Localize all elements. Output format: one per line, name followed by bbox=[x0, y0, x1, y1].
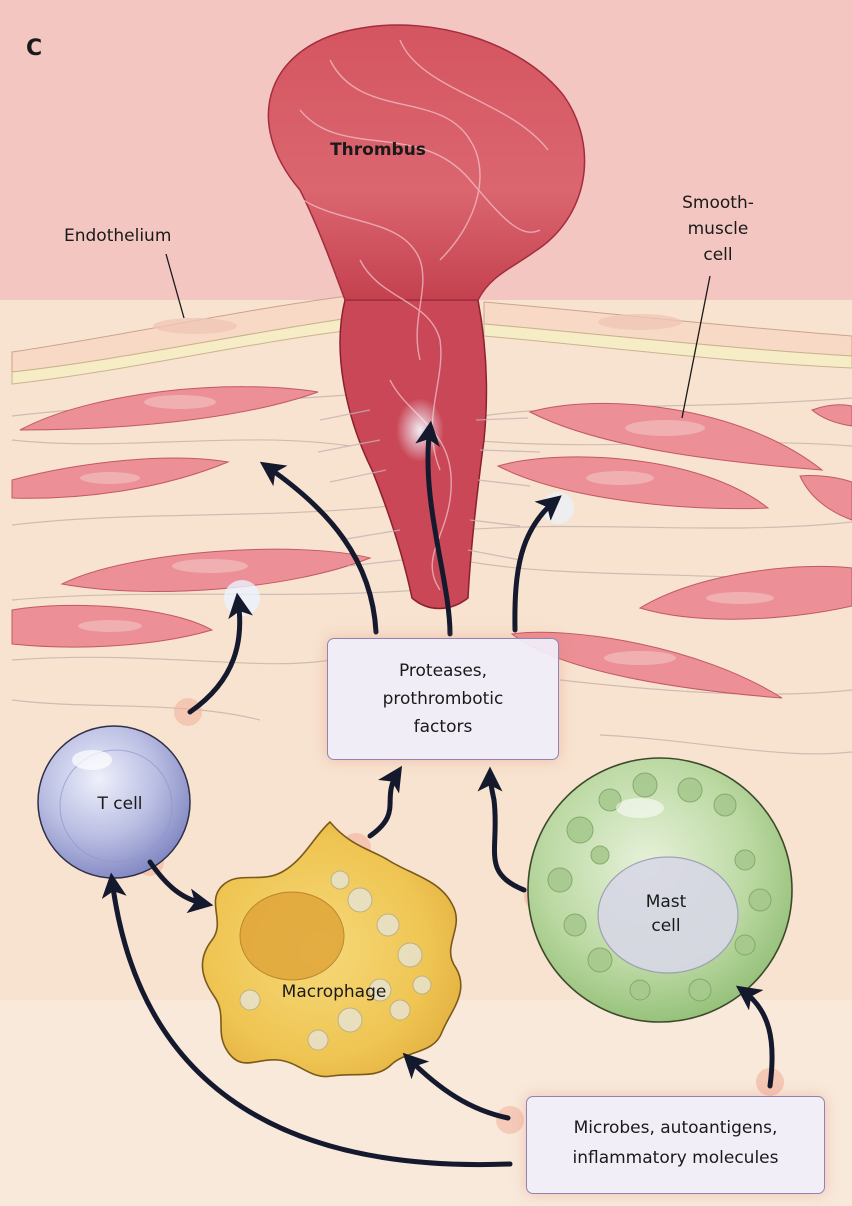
smooth-muscle-label-line-2: muscle bbox=[662, 216, 774, 242]
proteases-line-1: Proteases, bbox=[328, 657, 558, 685]
proteases-line-3: factors bbox=[328, 713, 558, 741]
microbes-line-2: inflammatory molecules bbox=[527, 1143, 824, 1173]
t-cell-label: T cell bbox=[82, 794, 158, 814]
thrombus-label: Thrombus bbox=[300, 140, 456, 160]
proteases-line-2: prothrombotic bbox=[328, 685, 558, 713]
panel-letter: C bbox=[26, 36, 42, 61]
smooth-muscle-label-line-1: Smooth- bbox=[662, 190, 774, 216]
microbes-line-1: Microbes, autoantigens, bbox=[527, 1113, 824, 1143]
microbes-box: Microbes, autoantigens, inflammatory mol… bbox=[526, 1096, 825, 1194]
mast-label-line-1: Mast bbox=[628, 890, 704, 914]
smooth-muscle-cell-label: Smooth- muscle cell bbox=[662, 190, 774, 268]
mast-label-line-2: cell bbox=[628, 914, 704, 938]
macrophage-label: Macrophage bbox=[244, 982, 424, 1002]
endothelium-label: Endothelium bbox=[64, 226, 171, 246]
proteases-box: Proteases, prothrombotic factors bbox=[327, 638, 559, 760]
smooth-muscle-label-line-3: cell bbox=[662, 242, 774, 268]
mast-cell-label: Mast cell bbox=[628, 890, 704, 938]
